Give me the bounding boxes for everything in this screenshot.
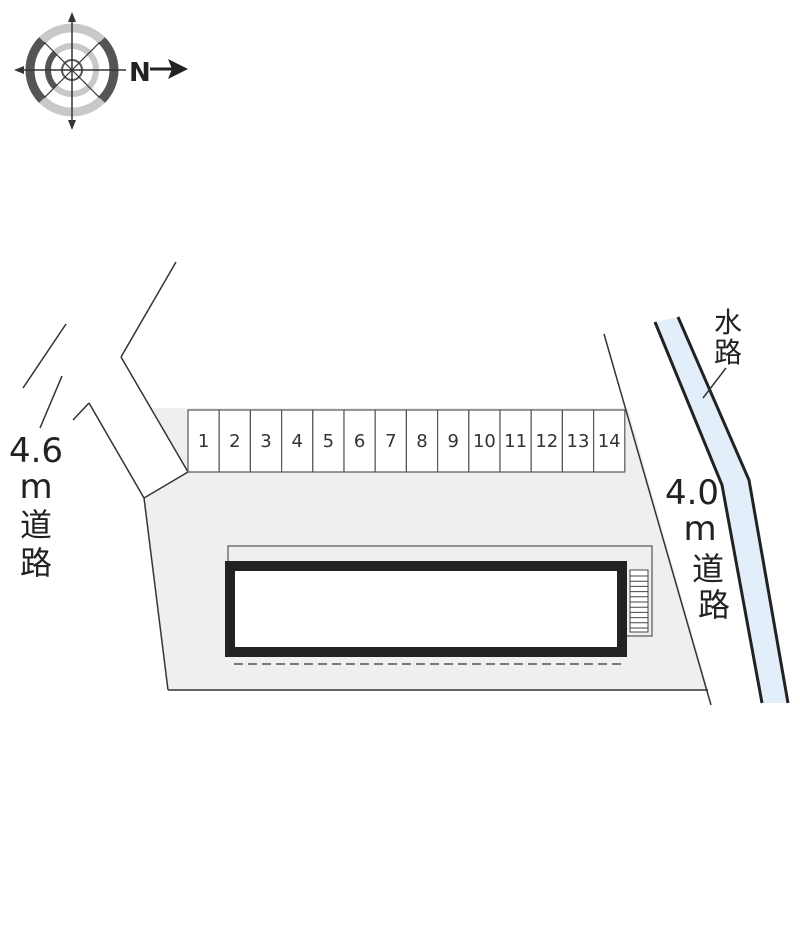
parking-slot (312, 409, 345, 473)
lot-edge-west (143, 497, 169, 691)
west-road (22, 261, 189, 499)
waterway-label-char-1: 水 (714, 306, 742, 339)
parking-slot (468, 409, 501, 473)
east-road-edge (603, 333, 712, 706)
parking-slot (561, 409, 595, 473)
parking-slot-number: 3 (260, 431, 271, 452)
parking-slot-number: 6 (354, 431, 365, 452)
parking-slot-number: 13 (567, 431, 590, 452)
parking-slot-number: 2 (229, 431, 240, 452)
parking-slot (187, 409, 220, 473)
parking-slot (405, 409, 439, 473)
building (225, 545, 653, 665)
parking-slot-number: 12 (535, 431, 558, 452)
parking-slot-number: 5 (323, 431, 334, 452)
waterway-leader (702, 367, 727, 399)
east-road-unit-label: m (683, 509, 716, 549)
east-road-label-char-1: 道 (692, 550, 724, 588)
parking-slot (218, 409, 251, 473)
west-road-label-char-2: 路 (20, 544, 52, 582)
parking-slot-number: 4 (291, 431, 302, 452)
north-label: N (129, 58, 151, 88)
parking-slot-number: 14 (598, 431, 621, 452)
parking-slot (343, 409, 376, 473)
parking-slot (281, 409, 314, 473)
west-road-label-char-1: 道 (20, 506, 52, 544)
west-road-unit-label: m (19, 467, 52, 507)
waterway (655, 317, 788, 703)
parking-slot-number: 11 (504, 431, 527, 452)
parking-slot-number: 10 (473, 431, 496, 452)
parking-slot (592, 409, 626, 473)
parking-slot-number: 1 (198, 431, 209, 452)
compass-rose-icon (14, 12, 188, 130)
waterway-label-char-2: 路 (714, 336, 742, 369)
parking-slot (530, 409, 564, 473)
parking-slot-number: 9 (447, 431, 458, 452)
stairs (629, 569, 649, 633)
parking-slot-number: 7 (385, 431, 396, 452)
west-road-width-label: 4.6 (9, 431, 63, 471)
parking-slot-number: 8 (416, 431, 427, 452)
parking-slot (499, 409, 532, 473)
parking-slot (374, 409, 408, 473)
parking-slot (249, 409, 283, 473)
building-wall (225, 561, 627, 657)
east-road-label-char-2: 路 (698, 586, 730, 624)
east-road-width-label: 4.0 (665, 473, 719, 513)
